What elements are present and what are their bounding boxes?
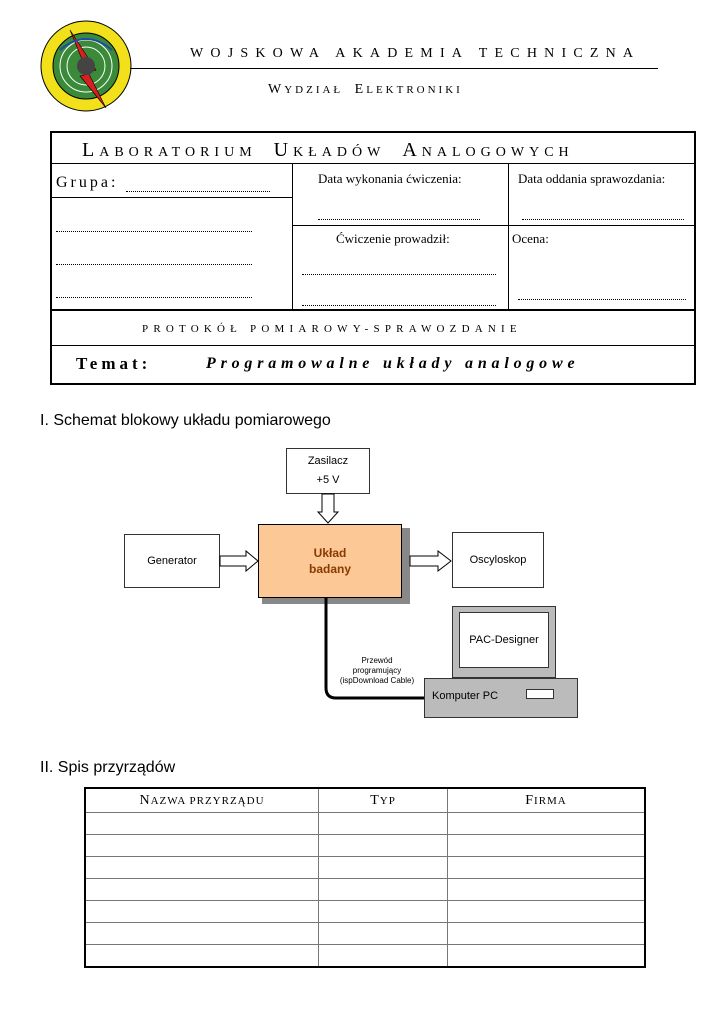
table-row bbox=[84, 856, 646, 879]
instructor-label: Ćwiczenie prowadził: bbox=[336, 231, 450, 246]
power-supply-box: Zasilacz +5 V bbox=[286, 448, 370, 494]
table-cell[interactable] bbox=[447, 900, 646, 923]
faculty-name: WYDZIAŁ ELEKTRONIKI bbox=[268, 82, 463, 97]
section-1-heading: I. Schemat blokowy układu pomiarowego bbox=[40, 412, 331, 429]
table-cell[interactable] bbox=[318, 900, 448, 923]
column-header-company: FIRMA bbox=[447, 787, 646, 813]
divider bbox=[292, 163, 293, 309]
member-field-2[interactable] bbox=[56, 264, 252, 265]
device-under-test-box: Układ badany bbox=[258, 524, 402, 598]
table-row bbox=[84, 900, 646, 923]
column-header-type: TYP bbox=[318, 787, 448, 813]
table-row bbox=[84, 922, 646, 945]
grade-label: Ocena: bbox=[512, 231, 549, 246]
table-cell[interactable] bbox=[84, 878, 319, 901]
table-header-row: NAZWA PRZYRZĄDU TYP FIRMA bbox=[84, 787, 646, 813]
date-done-label: Data wykonania ćwiczenia: bbox=[318, 171, 462, 186]
topic-label: Temat: bbox=[76, 354, 152, 373]
table-cell[interactable] bbox=[84, 922, 319, 945]
power-arrow bbox=[316, 493, 340, 524]
column-header-name: NAZWA PRZYRZĄDU bbox=[84, 787, 319, 813]
divider bbox=[52, 163, 694, 164]
instructor-field-2[interactable] bbox=[302, 305, 496, 306]
table-cell[interactable] bbox=[447, 856, 646, 879]
cable-label: Przewód programujący (ispDownload Cable) bbox=[339, 656, 415, 685]
grade-field[interactable] bbox=[518, 299, 686, 300]
lab-header-box: LABORATORIUM UKŁADÓW ANALOGOWYCH Grupa: … bbox=[50, 131, 696, 385]
table-cell[interactable] bbox=[318, 812, 448, 835]
programming-cable bbox=[324, 598, 424, 700]
date-return-label: Data oddania sprawozdania: bbox=[518, 171, 666, 186]
software-label: PAC-Designer bbox=[469, 634, 539, 646]
table-cell[interactable] bbox=[318, 922, 448, 945]
table-cell[interactable] bbox=[318, 834, 448, 857]
divider bbox=[52, 309, 694, 311]
input-arrow bbox=[219, 549, 259, 573]
university-name: WOJSKOWA AKADEMIA TECHNICZNA bbox=[190, 46, 641, 61]
member-field-1[interactable] bbox=[56, 231, 252, 232]
table-cell[interactable] bbox=[447, 944, 646, 968]
divider bbox=[508, 163, 509, 309]
oscilloscope-box: Oscyloskop bbox=[452, 532, 544, 588]
generator-box: Generator bbox=[124, 534, 220, 588]
date-return-field[interactable] bbox=[522, 219, 684, 220]
power-supply-label: Zasilacz bbox=[307, 455, 349, 467]
instruments-table: NAZWA PRZYRZĄDU TYP FIRMA bbox=[84, 787, 646, 968]
topic-value: Programowalne układy analogowe bbox=[206, 355, 580, 372]
group-field[interactable] bbox=[126, 191, 270, 192]
divider bbox=[292, 225, 694, 226]
header-rule bbox=[130, 68, 658, 69]
divider bbox=[52, 345, 694, 346]
table-cell[interactable] bbox=[84, 856, 319, 879]
monitor-screen: PAC-Designer bbox=[459, 612, 549, 668]
divider bbox=[52, 197, 292, 198]
table-cell[interactable] bbox=[447, 834, 646, 857]
disk-drive-icon bbox=[526, 689, 554, 699]
computer-label: Komputer PC bbox=[432, 690, 499, 702]
table-cell[interactable] bbox=[447, 922, 646, 945]
generator-label: Generator bbox=[147, 555, 197, 567]
group-label: Grupa: bbox=[56, 174, 119, 191]
device-label-1: Układ bbox=[313, 546, 347, 560]
lab-title: LABORATORIUM UKŁADÓW ANALOGOWYCH bbox=[82, 139, 574, 161]
instructor-field-1[interactable] bbox=[302, 274, 496, 275]
table-cell[interactable] bbox=[318, 944, 448, 968]
device-label-2: badany bbox=[308, 562, 351, 576]
section-2-heading: II. Spis przyrządów bbox=[40, 759, 176, 776]
table-cell[interactable] bbox=[447, 878, 646, 901]
table-cell[interactable] bbox=[318, 856, 448, 879]
table-cell[interactable] bbox=[318, 878, 448, 901]
output-arrow bbox=[409, 549, 452, 573]
date-done-field[interactable] bbox=[318, 219, 480, 220]
table-row bbox=[84, 812, 646, 835]
table-row bbox=[84, 834, 646, 857]
table-cell[interactable] bbox=[84, 900, 319, 923]
table-cell[interactable] bbox=[447, 812, 646, 835]
power-supply-voltage: +5 V bbox=[316, 474, 340, 486]
table-cell[interactable] bbox=[84, 812, 319, 835]
table-row bbox=[84, 878, 646, 901]
oscilloscope-label: Oscyloskop bbox=[469, 554, 527, 566]
protocol-title: PROTOKÓŁ POMIAROWY-SPRAWOZDANIE bbox=[142, 323, 522, 335]
table-cell[interactable] bbox=[84, 944, 319, 968]
member-field-3[interactable] bbox=[56, 297, 252, 298]
table-cell[interactable] bbox=[84, 834, 319, 857]
table-row bbox=[84, 944, 646, 968]
university-logo bbox=[40, 20, 132, 112]
